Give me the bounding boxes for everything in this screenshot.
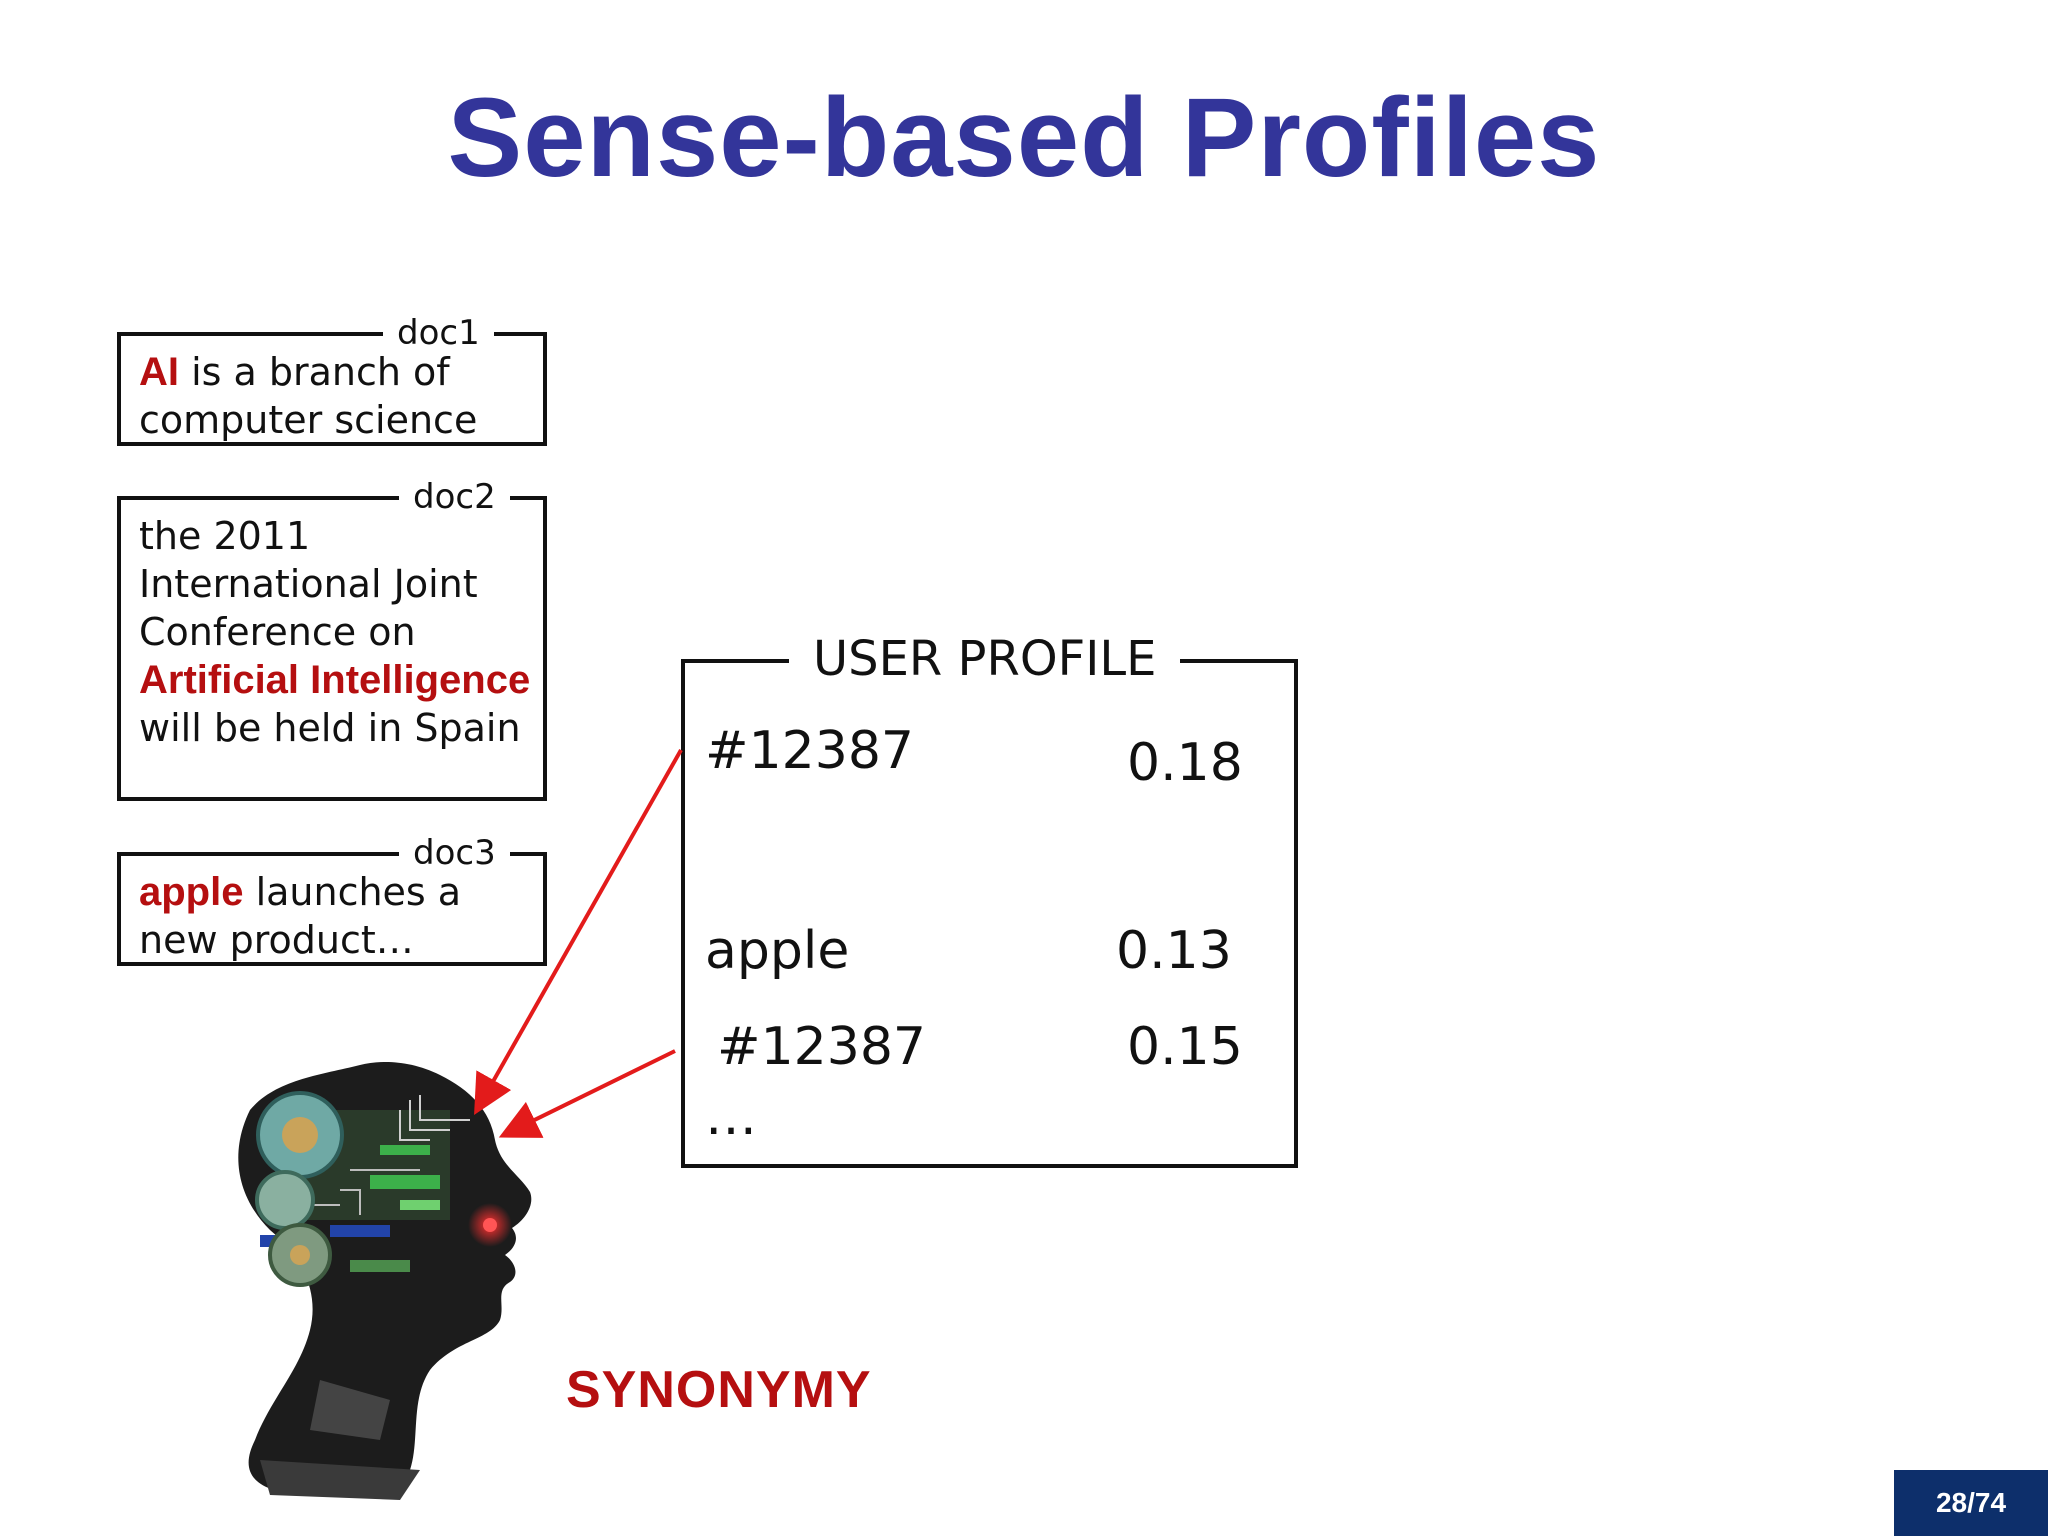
doc2-text-part-2: will be held in Spain — [139, 706, 521, 750]
robot-brain-head-icon — [238, 1062, 532, 1500]
doc-box-3: doc3 apple launches a new product… — [117, 836, 547, 966]
user-profile-label: USER PROFILE — [789, 635, 1181, 683]
doc-label-1: doc1 — [383, 316, 494, 350]
profile-weight-1: 0.18 — [1127, 733, 1243, 793]
doc-label-2: doc2 — [399, 480, 510, 514]
profile-weight-3: 0.15 — [1127, 1017, 1243, 1077]
profile-term-1: #12387 — [705, 721, 914, 781]
doc-label-3: doc3 — [399, 836, 510, 870]
page-number-badge: 28/74 — [1894, 1470, 2048, 1536]
doc-text-2: the 2011 International Joint Conference … — [139, 512, 535, 752]
synonymy-label: SYNONYMY — [566, 1361, 872, 1419]
arrow-from-profile-bottom — [498, 1049, 676, 1138]
doc2-text-part-1: the 2011 International Joint Conference … — [139, 514, 478, 654]
doc3-text-part: launches a new product… — [139, 870, 462, 962]
arrow-from-profile-top — [474, 749, 683, 1115]
slide-title: Sense-based Profiles — [447, 75, 1601, 200]
doc-box-2: doc2 the 2011 International Joint Confer… — [117, 480, 547, 801]
doc-text-3: apple launches a new product… — [139, 868, 535, 964]
doc-box-1: doc1 AI is a branch of computer science — [117, 316, 547, 446]
doc-text-1: AI is a branch of computer science — [139, 348, 535, 444]
profile-term-2: apple — [705, 921, 850, 981]
doc3-highlight-term: apple — [139, 870, 244, 914]
doc1-highlight-term: AI — [139, 350, 179, 394]
doc2-highlight-term: Artificial Intelligence — [139, 658, 531, 702]
user-profile-box: USER PROFILE #12387 0.18 apple 0.13 #123… — [681, 635, 1298, 1168]
profile-weight-2: 0.13 — [1116, 921, 1232, 981]
doc1-text-part: is a branch of computer science — [139, 350, 478, 442]
profile-term-3: #12387 — [717, 1017, 926, 1077]
profile-ellipsis: … — [705, 1087, 757, 1147]
